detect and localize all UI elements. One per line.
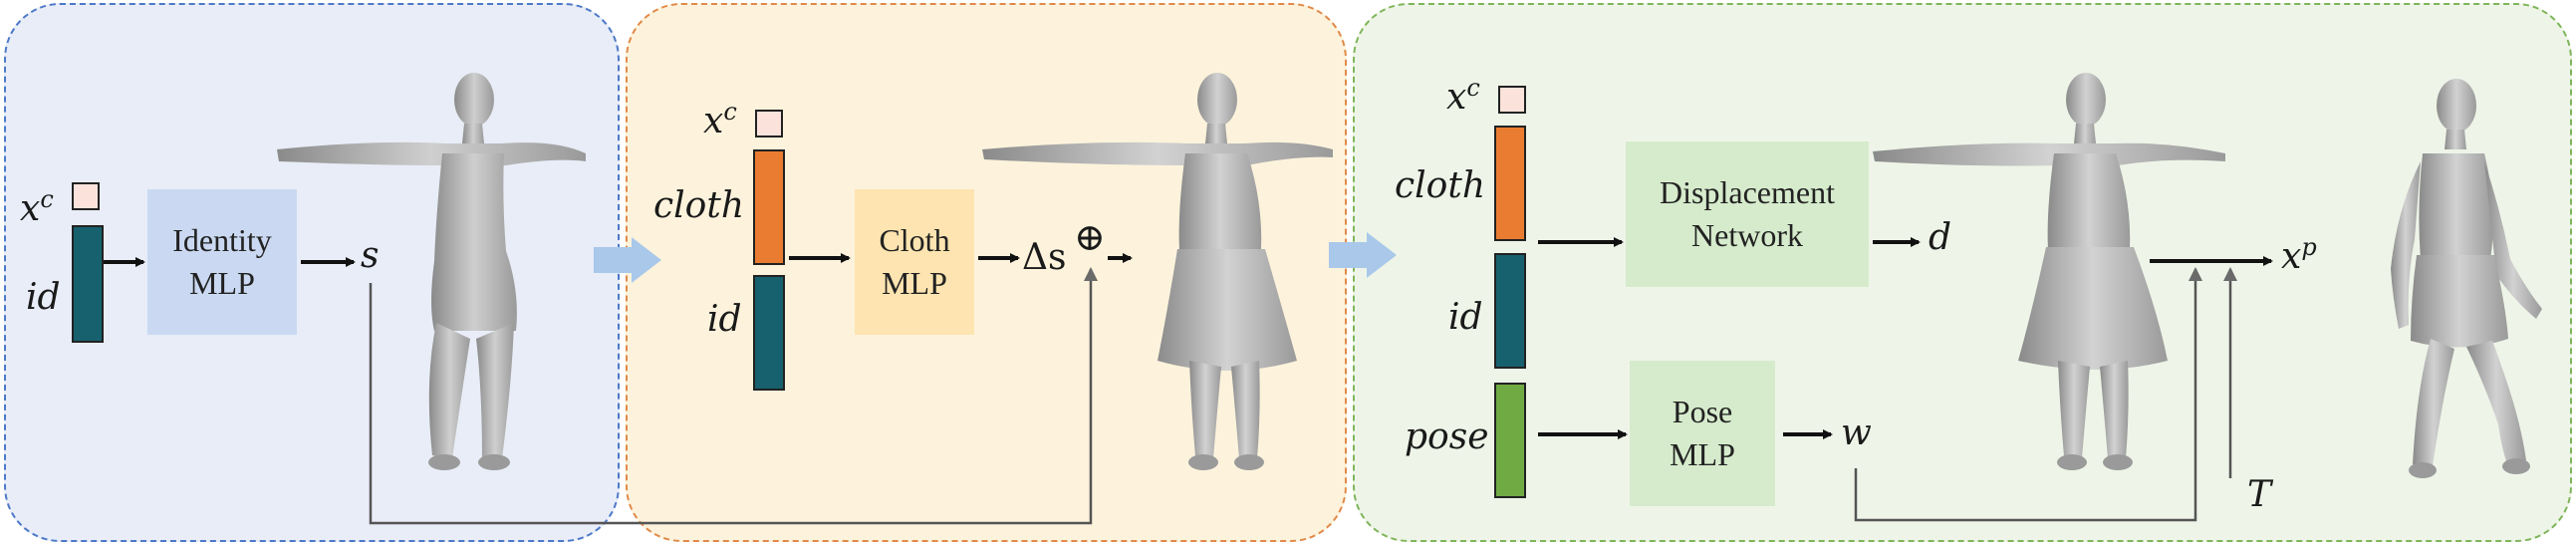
pose-panel [1353, 3, 2572, 542]
cloth-label-3: cloth [1395, 165, 1486, 206]
body-mesh-figure [277, 73, 586, 470]
xc-label-2: xc [703, 98, 737, 141]
xc-label-3: xc [1446, 74, 1480, 118]
xc-input-square [72, 182, 100, 210]
xp-output-label: xp [2281, 233, 2317, 277]
clothed-mesh-figure [1873, 73, 2225, 470]
xc-label-1: xc [20, 185, 54, 229]
pose-label: pose [1405, 416, 1489, 457]
delta-s-label: Δs [1022, 237, 1067, 278]
id-feature-bar [1494, 253, 1526, 369]
identity-panel [4, 3, 620, 542]
identity-mlp-box: Identity MLP [147, 189, 297, 335]
s-output-label: s [361, 235, 380, 276]
pose-mlp-box: Pose MLP [1630, 361, 1775, 506]
d-output-label: d [1929, 217, 1952, 258]
displacement-network-box: Displacement Network [1626, 141, 1869, 287]
posed-mesh-figure [2391, 79, 2542, 478]
id-feature-bar [72, 225, 104, 343]
id-label-1: id [26, 277, 61, 318]
cloth-mlp-box: Cloth MLP [855, 189, 974, 335]
xc-input-square [1498, 86, 1526, 114]
cloth-feature-bar [1494, 126, 1526, 241]
cloth-feature-bar [753, 149, 785, 265]
id-label-3: id [1448, 297, 1483, 338]
add-operator: ⊕ [1074, 215, 1106, 259]
cloth-label-2: cloth [653, 185, 745, 226]
w-output-label: w [1841, 412, 1872, 453]
id-label-2: id [707, 299, 742, 340]
id-feature-bar [753, 275, 785, 391]
clothed-mesh-figure [982, 73, 1333, 470]
flow-chevron-icon [594, 237, 661, 283]
flow-chevron-icon [1329, 232, 1397, 278]
t-transform-label: T [2247, 474, 2272, 515]
skip-connection-s [369, 267, 1098, 525]
pose-feature-bar [1494, 383, 1526, 498]
skip-connection-w [1854, 267, 2202, 522]
xc-input-square [755, 110, 783, 137]
